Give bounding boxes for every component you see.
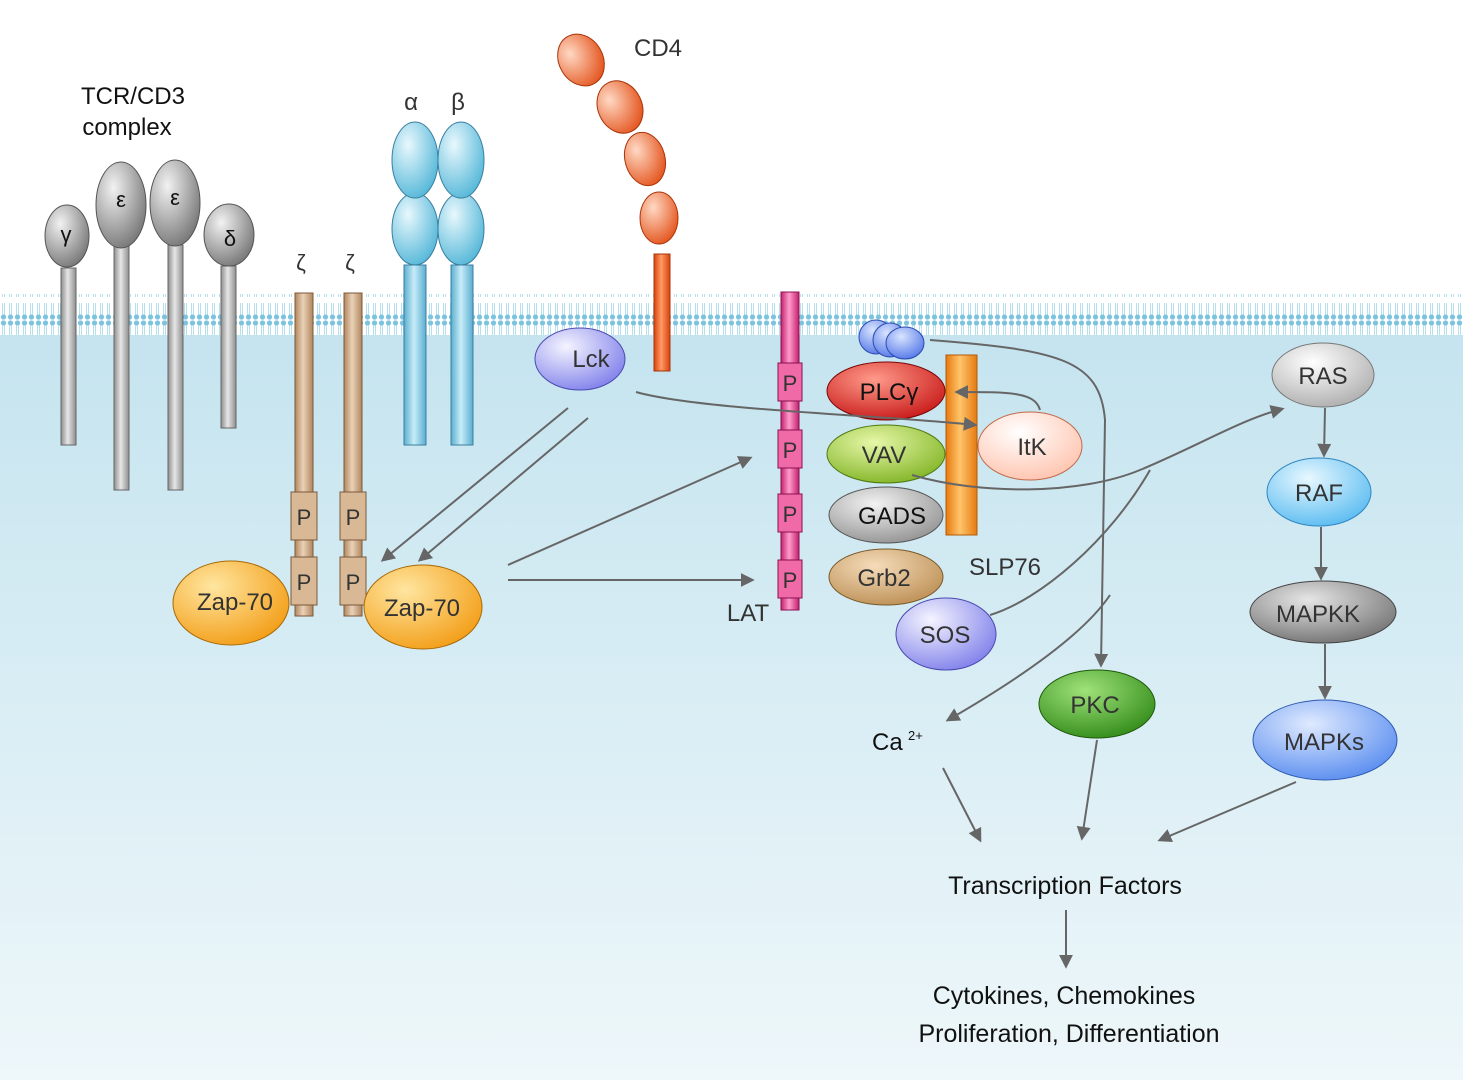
zeta2-phospho-1 bbox=[339, 491, 367, 541]
zeta-chain-1: P P bbox=[290, 292, 318, 617]
gamma-label: γ bbox=[61, 222, 72, 247]
arrow-pkc-to-tf bbox=[1076, 739, 1098, 841]
arrow-zap70-to-lat-1 bbox=[507, 456, 753, 566]
gads: GADS bbox=[828, 486, 944, 544]
cytoplasm-region bbox=[0, 335, 1463, 1080]
lat-label: LAT bbox=[727, 600, 770, 627]
tcr-cd3-label-line2: complex bbox=[82, 114, 171, 141]
zeta1-p-label-1: P bbox=[297, 505, 312, 530]
pkc: PKC bbox=[1038, 669, 1156, 739]
mapkk-label: MAPKK bbox=[1276, 601, 1360, 628]
slp76-scaffold bbox=[945, 354, 978, 536]
cd4-label: CD4 bbox=[634, 35, 682, 62]
zeta-label-2: ζ bbox=[345, 250, 355, 275]
cd3-epsilon-chain-2: ε bbox=[149, 159, 201, 491]
zeta-chain-2: P P bbox=[339, 292, 367, 617]
tcr-beta-chain bbox=[437, 121, 485, 446]
arrow-vav-to-ras bbox=[911, 405, 1285, 491]
zeta1-phospho-2 bbox=[290, 556, 318, 606]
ca-superscript: 2+ bbox=[908, 728, 923, 743]
arrow-lck-to-itk bbox=[635, 391, 978, 431]
arrow-plc-to-calcium bbox=[945, 594, 1111, 722]
sos: SOS bbox=[895, 597, 997, 671]
raf: RAF bbox=[1266, 457, 1372, 527]
plc-membrane-domain bbox=[858, 319, 925, 360]
zap70-right-label: Zap-70 bbox=[384, 595, 460, 622]
zap70-right: Zap-70 bbox=[363, 564, 483, 650]
epsilon-label-2: ε bbox=[170, 185, 180, 210]
beta-label: β bbox=[451, 89, 465, 116]
alpha-label: α bbox=[404, 89, 418, 116]
calcium-ion: Ca 2+ bbox=[872, 728, 923, 756]
arrow-lck-to-zap70-a bbox=[380, 407, 569, 562]
transcription-factors-label: Transcription Factors bbox=[948, 872, 1182, 900]
signal-arrows bbox=[380, 339, 1332, 969]
zeta2-p-label-1: P bbox=[346, 505, 361, 530]
zap70-left: Zap-70 bbox=[172, 560, 290, 646]
arrow-ras-to-raf bbox=[1317, 407, 1332, 458]
pkc-label: PKC bbox=[1070, 692, 1119, 719]
zap70-left-label: Zap-70 bbox=[197, 589, 273, 616]
tcr-cd3-label-line1: TCR/CD3 bbox=[81, 83, 185, 110]
lat-phospho-1 bbox=[777, 362, 803, 402]
lat-phospho-4 bbox=[777, 559, 803, 599]
mapkk: MAPKK bbox=[1249, 580, 1397, 644]
plc-label: PLCγ bbox=[860, 379, 919, 406]
cd4-coreceptor bbox=[557, 33, 679, 372]
lat-adaptor: P P P P bbox=[777, 291, 803, 611]
cd3-gamma-chain: γ bbox=[44, 204, 90, 446]
grb2-label: Grb2 bbox=[857, 565, 910, 592]
cell-membrane bbox=[0, 294, 1463, 335]
lat-p-label-1: P bbox=[783, 371, 798, 396]
epsilon-label-1: ε bbox=[116, 187, 126, 212]
cd3-epsilon-chain-1: ε bbox=[95, 161, 147, 491]
zeta1-phospho-1 bbox=[290, 491, 318, 541]
raf-label: RAF bbox=[1295, 480, 1343, 507]
delta-label: δ bbox=[224, 226, 236, 251]
zeta2-p-label-2: P bbox=[346, 570, 361, 595]
ras-label: RAS bbox=[1298, 363, 1347, 390]
ca-label: Ca bbox=[872, 729, 903, 756]
lat-p-label-3: P bbox=[783, 502, 798, 527]
vav-label: VAV bbox=[862, 442, 906, 469]
tcr-alpha-chain bbox=[391, 121, 439, 446]
zeta1-p-label-2: P bbox=[297, 570, 312, 595]
mapks: MAPKs bbox=[1252, 699, 1398, 781]
lat-p-label-4: P bbox=[783, 568, 798, 593]
tcr-cd3-complex-label: TCR/CD3 complex bbox=[81, 83, 185, 141]
mapks-label: MAPKs bbox=[1284, 729, 1364, 756]
arrow-plc-to-pkc bbox=[929, 339, 1109, 668]
itk-kinase: ItK bbox=[977, 411, 1083, 481]
grb2: Grb2 bbox=[828, 548, 944, 606]
slp76-label: SLP76 bbox=[969, 554, 1041, 581]
lck-kinase: Lck bbox=[534, 327, 626, 391]
arrow-mapks-to-tf bbox=[1157, 781, 1297, 843]
lck-label: Lck bbox=[572, 346, 610, 373]
zeta-label-1: ζ bbox=[296, 250, 306, 275]
arrow-lck-to-zap70-b bbox=[417, 417, 589, 562]
gads-label: GADS bbox=[858, 503, 926, 530]
arrow-itk-to-plc bbox=[954, 385, 1041, 411]
sos-label: SOS bbox=[920, 622, 971, 649]
lat-phospho-2 bbox=[777, 429, 803, 469]
outcome-line-1: Cytokines, Chemokines bbox=[933, 982, 1196, 1010]
arrow-calcium-to-tf bbox=[942, 767, 982, 843]
itk-label: ItK bbox=[1017, 434, 1046, 461]
zeta2-phospho-2 bbox=[339, 556, 367, 606]
ras: RAS bbox=[1271, 342, 1375, 408]
vav: VAV bbox=[826, 424, 946, 484]
lat-p-label-2: P bbox=[783, 438, 798, 463]
arrow-sos-to-ras bbox=[989, 469, 1151, 616]
plc-gamma: PLCγ bbox=[826, 361, 946, 421]
lat-phospho-3 bbox=[777, 493, 803, 533]
outcome-line-2: Proliferation, Differentiation bbox=[918, 1020, 1219, 1048]
cd3-delta-chain: δ bbox=[203, 203, 255, 429]
